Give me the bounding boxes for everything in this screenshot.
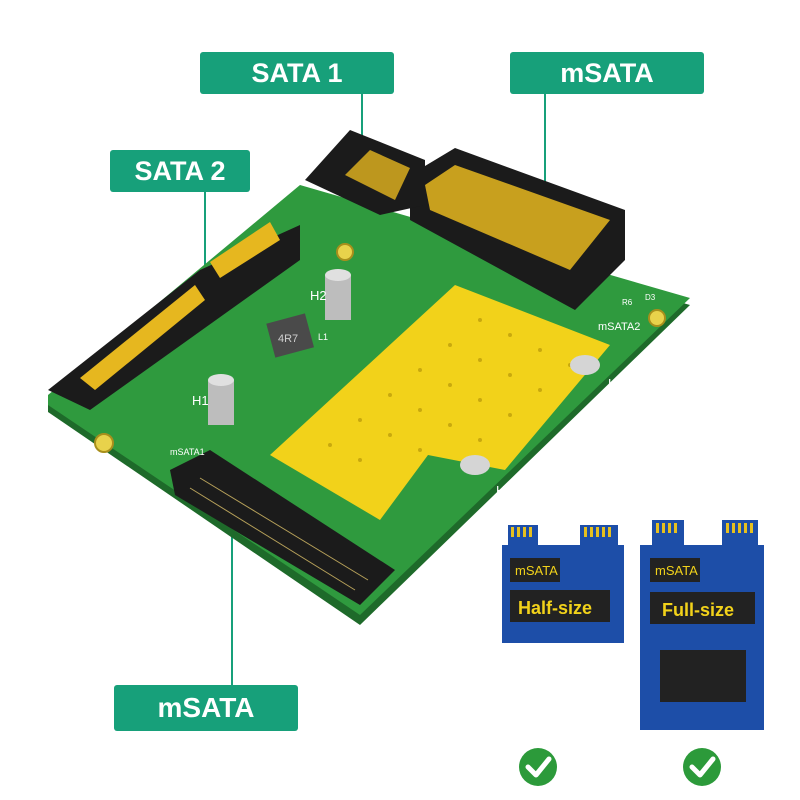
silk-msata1: mSATA1 — [170, 447, 205, 457]
msata-top-label: mSATA — [510, 52, 704, 94]
silk-h3: H3 — [608, 376, 625, 391]
pad-vias — [328, 318, 572, 462]
inductor — [266, 313, 314, 358]
standoffs — [208, 269, 600, 475]
full-size-card — [640, 520, 764, 730]
silk-l1: L1 — [318, 332, 328, 342]
half-size-card — [502, 525, 624, 643]
silk-h1: H1 — [192, 393, 209, 408]
silk-h2: H2 — [310, 288, 327, 303]
sata1-label: SATA 1 — [200, 52, 394, 94]
silk-msata2: mSATA2 — [598, 321, 640, 333]
check-icon — [519, 748, 557, 786]
silk-r6: R6 — [622, 298, 633, 307]
mount-holes — [94, 243, 666, 453]
inductor-label: 4R7 — [278, 333, 298, 345]
half-card-chip-label: mSATA — [515, 563, 558, 578]
check-icon — [683, 748, 721, 786]
half-card-size-label: Half-size — [518, 598, 592, 618]
silk-h4: H4 — [496, 483, 513, 498]
full-card-size-label: Full-size — [662, 600, 734, 620]
full-card-chip-label: mSATA — [655, 563, 698, 578]
yellow-pad — [270, 285, 610, 520]
msata-bottom-pins — [189, 477, 369, 591]
msata-bottom-label: mSATA — [114, 685, 298, 731]
msata-connector-bottom — [170, 450, 395, 605]
silk-d3: D3 — [645, 293, 656, 302]
sata2-label: SATA 2 — [110, 150, 250, 192]
